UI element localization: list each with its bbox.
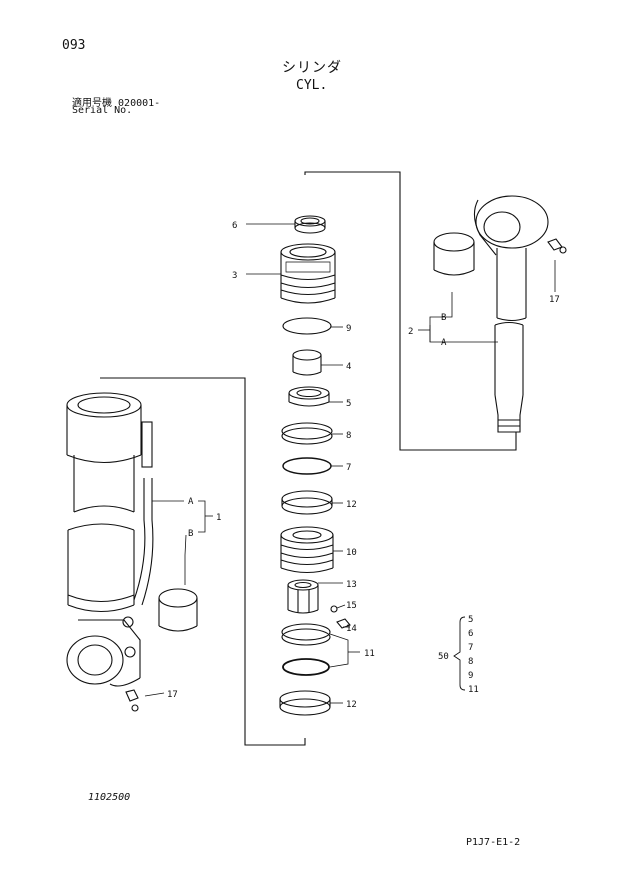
label-b-right: B	[441, 313, 446, 323]
callout-12-lower: 12	[346, 700, 357, 710]
buffer-ring-part-5	[288, 386, 330, 407]
doc-code: 1102500	[88, 792, 131, 803]
wear-ring-part-12-upper	[281, 490, 333, 515]
callout-3: 3	[232, 271, 237, 281]
bushing-b-right	[433, 232, 475, 276]
callout-10: 10	[346, 548, 357, 558]
wiper-ring-part-6	[294, 215, 326, 234]
label-b-left: B	[188, 529, 193, 539]
callout-11: 11	[364, 649, 375, 659]
piston-rod-assembly	[473, 195, 567, 433]
u-ring-part-7	[282, 457, 332, 475]
kit-parts-list: 5 6 7 8 9 11	[468, 615, 479, 695]
callout-5: 5	[346, 399, 351, 409]
set-screw-part-14	[336, 618, 351, 629]
callout-9: 9	[346, 324, 351, 334]
connector-rod-frame	[304, 171, 517, 451]
page-number: 093	[62, 38, 86, 53]
serial-label-jp: 適用号機 020001-	[72, 94, 160, 109]
rod-cover-part-3	[280, 243, 336, 304]
callout-13: 13	[346, 580, 357, 590]
leader-lines-center	[246, 223, 360, 704]
callout-1: 1	[216, 513, 221, 523]
grease-fitting-right	[547, 238, 567, 254]
kit-list-item: 11	[468, 685, 479, 695]
label-a-right: A	[441, 338, 447, 348]
page-title-en: CYL.	[296, 78, 328, 93]
leader-lines-right	[418, 260, 556, 343]
cylinder-tube-assembly	[66, 392, 154, 712]
serial-label-jp-text: 適用号機	[72, 98, 112, 109]
backup-ring-part-8	[281, 422, 333, 445]
serial-label-en: Serial No.	[72, 105, 133, 116]
callout-50: 50	[438, 652, 449, 662]
nut-part-13	[287, 579, 319, 614]
wear-ring-part-12-lower	[279, 690, 331, 716]
kit-bracket	[453, 616, 466, 691]
callout-14: 14	[346, 624, 357, 634]
grease-fitting-left	[125, 689, 139, 712]
callout-2: 2	[408, 327, 413, 337]
callout-4: 4	[346, 362, 351, 372]
o-ring-part-9	[282, 317, 332, 335]
callout-17-left: 17	[167, 690, 178, 700]
kit-list-item: 7	[468, 643, 473, 653]
seal-ring-part-11	[281, 623, 331, 676]
callout-6: 6	[232, 221, 237, 231]
callout-7: 7	[346, 463, 351, 473]
label-a-left: A	[188, 497, 194, 507]
bushing-b-left	[158, 588, 198, 632]
serial-value: 020001-	[118, 98, 161, 109]
reference-code: P1J7-E1-2	[466, 837, 521, 848]
bushing-part-4	[292, 349, 322, 376]
kit-list-item: 9	[468, 671, 473, 681]
callout-17-right: 17	[549, 295, 560, 305]
callout-12-upper: 12	[346, 500, 357, 510]
kit-list-item: 8	[468, 657, 473, 667]
kit-list-item: 5	[468, 615, 473, 625]
kit-list-item: 6	[468, 629, 473, 639]
connector-tube-frame	[100, 377, 306, 746]
callout-8: 8	[346, 431, 351, 441]
page-title-jp: シリンダ	[282, 60, 342, 76]
callout-15: 15	[346, 601, 357, 611]
steel-ball-part-15	[330, 605, 338, 613]
piston-part-10	[280, 526, 334, 574]
leader-lines-left	[144, 500, 213, 697]
